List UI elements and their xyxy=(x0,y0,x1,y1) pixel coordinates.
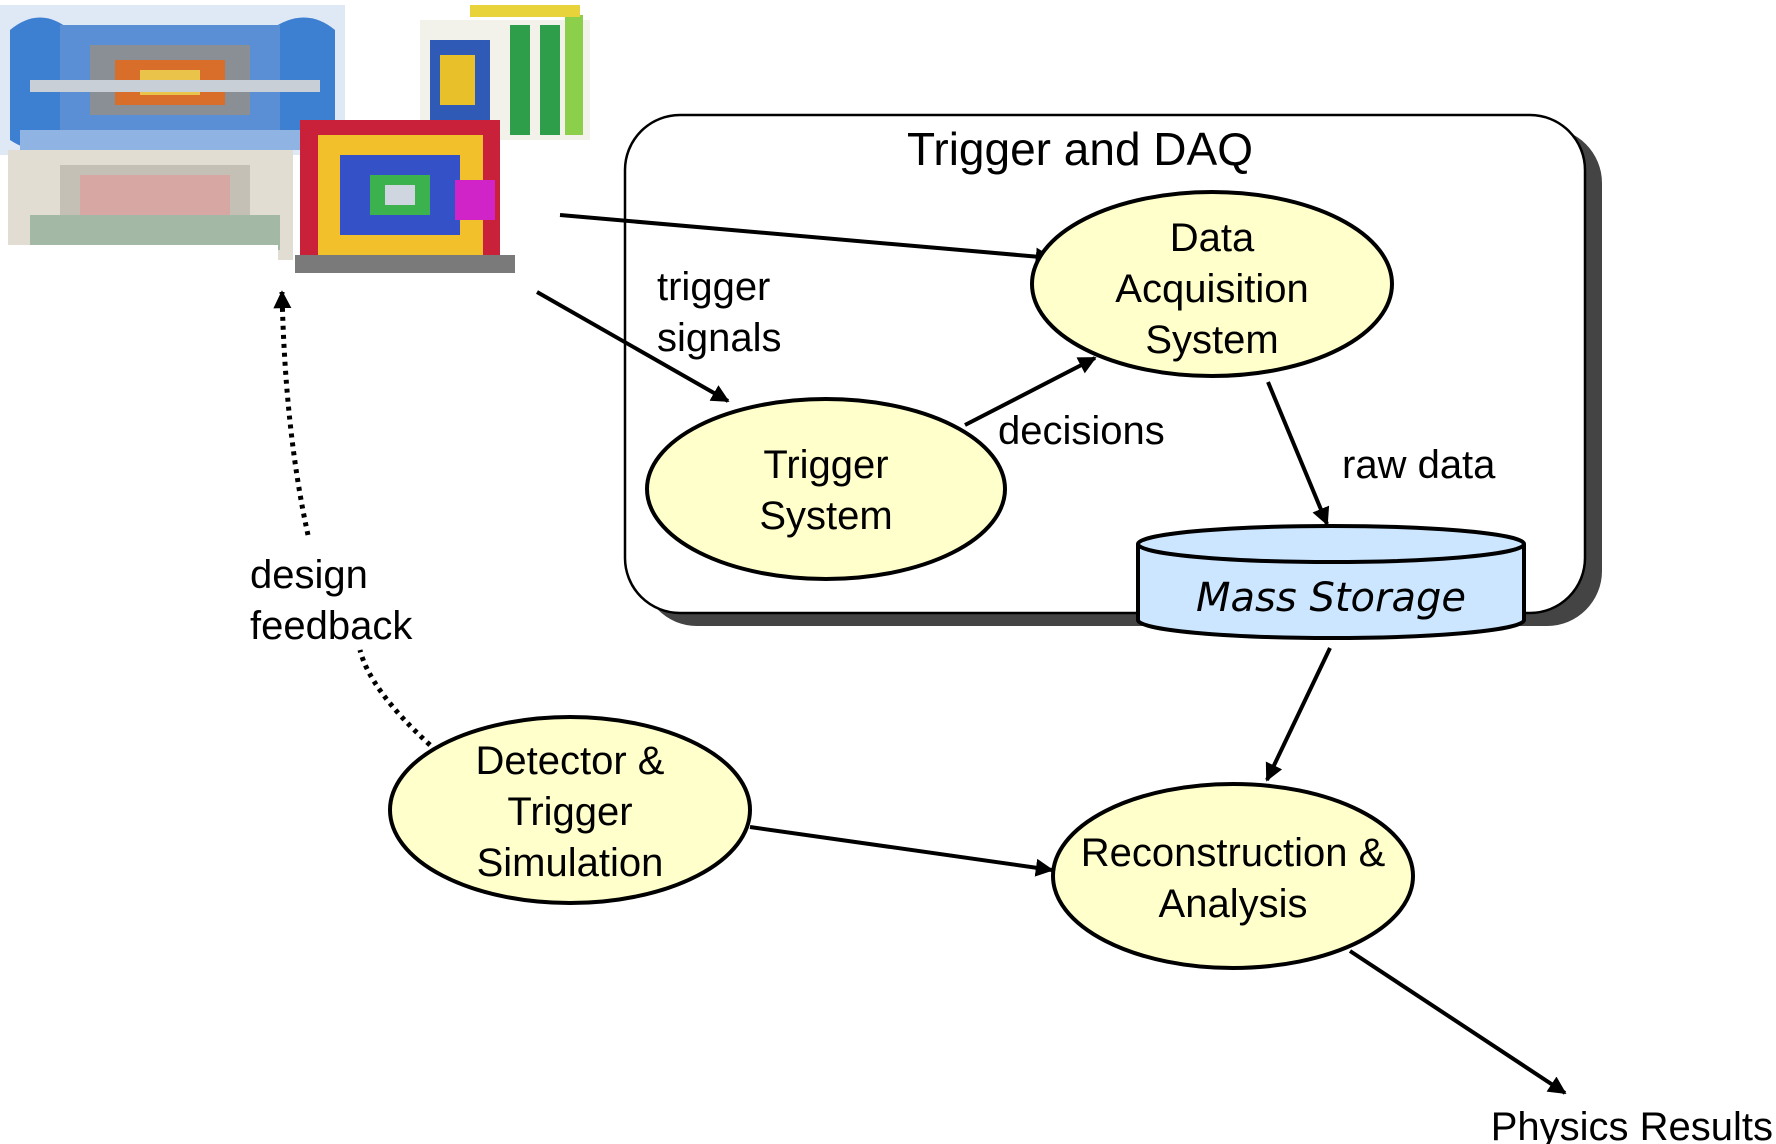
trigger-node xyxy=(645,397,1007,581)
arrow-sim-to-reco xyxy=(749,825,1054,877)
physics-results-label: Physics Results xyxy=(1491,1105,1773,1144)
arrow-detector-to-daq xyxy=(559,213,1054,266)
trigger-signals-line2: signals xyxy=(657,316,782,360)
design-feedback-line1: design xyxy=(250,553,368,597)
mass-storage-node xyxy=(1136,524,1526,640)
feedback-arrow-lower xyxy=(357,649,432,747)
simulation-label-line1: Detector & xyxy=(476,739,665,783)
daq-node xyxy=(1030,190,1394,378)
simulation-label-line3: Simulation xyxy=(477,841,664,885)
decisions-label: decisions xyxy=(998,409,1165,453)
storage-label: Mass Storage xyxy=(1196,575,1466,621)
daq-label-line2: Acquisition xyxy=(1115,267,1308,311)
arrow-reco-to-results xyxy=(1348,949,1567,1095)
reco-label-line2: Analysis xyxy=(1159,882,1308,926)
frame-title: Trigger and DAQ xyxy=(907,123,1253,175)
simulation-label-line2: Trigger xyxy=(507,790,632,834)
arrow-storage-to-reco xyxy=(1265,647,1332,782)
reco-node xyxy=(1051,782,1415,970)
simulation-node xyxy=(388,715,752,905)
design-feedback-line2: feedback xyxy=(250,604,413,648)
raw-data-label: raw data xyxy=(1342,443,1496,487)
trigger-signals-line1: trigger xyxy=(657,265,770,309)
trigger-label-line1: Trigger xyxy=(763,443,888,487)
arrow-daq-to-storage xyxy=(1266,381,1330,526)
trigger-label-line2: System xyxy=(759,494,892,538)
arrow-trigger-to-daq xyxy=(964,356,1097,427)
arrow-detector-to-trigger xyxy=(536,290,730,403)
detector-image xyxy=(0,5,590,273)
daq-label-line1: Data xyxy=(1170,216,1255,260)
reco-label-line1: Reconstruction & xyxy=(1081,831,1386,875)
daq-label-line3: System xyxy=(1145,318,1278,362)
feedback-arrow-upper xyxy=(273,290,311,536)
